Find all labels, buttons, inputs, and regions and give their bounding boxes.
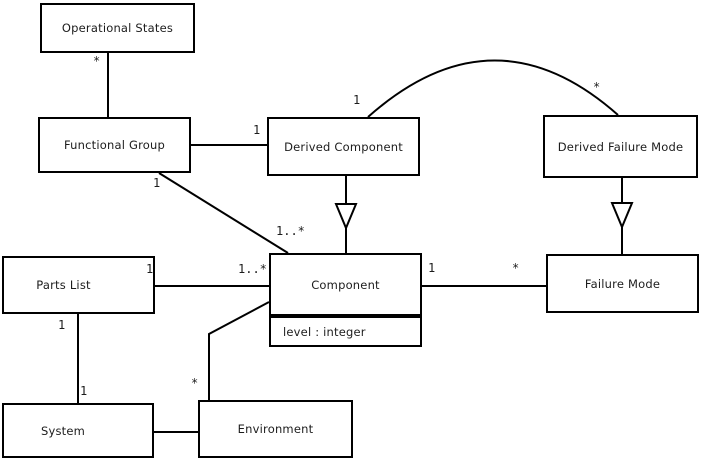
class-box-parts-list[interactable]: Parts List [2, 256, 155, 314]
class-attribute-compartment[interactable]: level : integer [269, 316, 422, 347]
class-attribute: level : integer [283, 324, 366, 339]
multiplicity-label: * [593, 80, 601, 94]
multiplicity-label: 1 [253, 123, 261, 137]
class-name: Functional Group [63, 138, 166, 152]
class-name: Component [311, 277, 380, 292]
class-name: Parts List [36, 278, 91, 292]
class-box-functional-group[interactable]: Functional Group [38, 117, 191, 173]
class-box-component[interactable]: Component level : integer [269, 253, 422, 347]
multiplicity-label: 1 [58, 318, 66, 332]
class-box-failure-mode[interactable]: Failure Mode [546, 254, 699, 313]
class-box-environment[interactable]: Environment [198, 400, 353, 458]
class-box-derived-failure-mode[interactable]: Derived Failure Mode [543, 115, 698, 178]
association-component-environment [208, 301, 270, 400]
multiplicity-label: 1 [428, 261, 436, 275]
class-name: Derived Component [284, 139, 403, 154]
multiplicity-label: 1 [80, 384, 88, 398]
multiplicity-label: * [93, 54, 101, 68]
association-functional-group-component [158, 172, 289, 254]
class-name: System [40, 423, 86, 438]
multiplicity-label: 1 [353, 93, 361, 107]
class-name: Operational States [61, 21, 174, 35]
multiplicity-label: 1 [146, 262, 154, 276]
class-name: Failure Mode [584, 276, 661, 291]
class-name-compartment[interactable]: Component [269, 253, 422, 316]
class-name: Environment [237, 422, 314, 436]
class-box-derived-component[interactable]: Derived Component [267, 117, 420, 176]
association-derived-component-derived-failure-mode [367, 59, 619, 118]
multiplicity-label: 1..* [238, 262, 267, 276]
multiplicity-label: 1 [153, 176, 161, 190]
generalization-arrowhead-failure-mode [610, 202, 634, 230]
class-name: Derived Failure Mode [557, 139, 684, 154]
multiplicity-label: * [512, 261, 520, 275]
generalization-arrowhead-component [334, 203, 358, 231]
multiplicity-label: 1..* [276, 224, 305, 238]
class-box-system[interactable]: System [2, 403, 154, 458]
multiplicity-label: * [191, 376, 199, 390]
class-box-operational-states[interactable]: Operational States [40, 3, 195, 53]
